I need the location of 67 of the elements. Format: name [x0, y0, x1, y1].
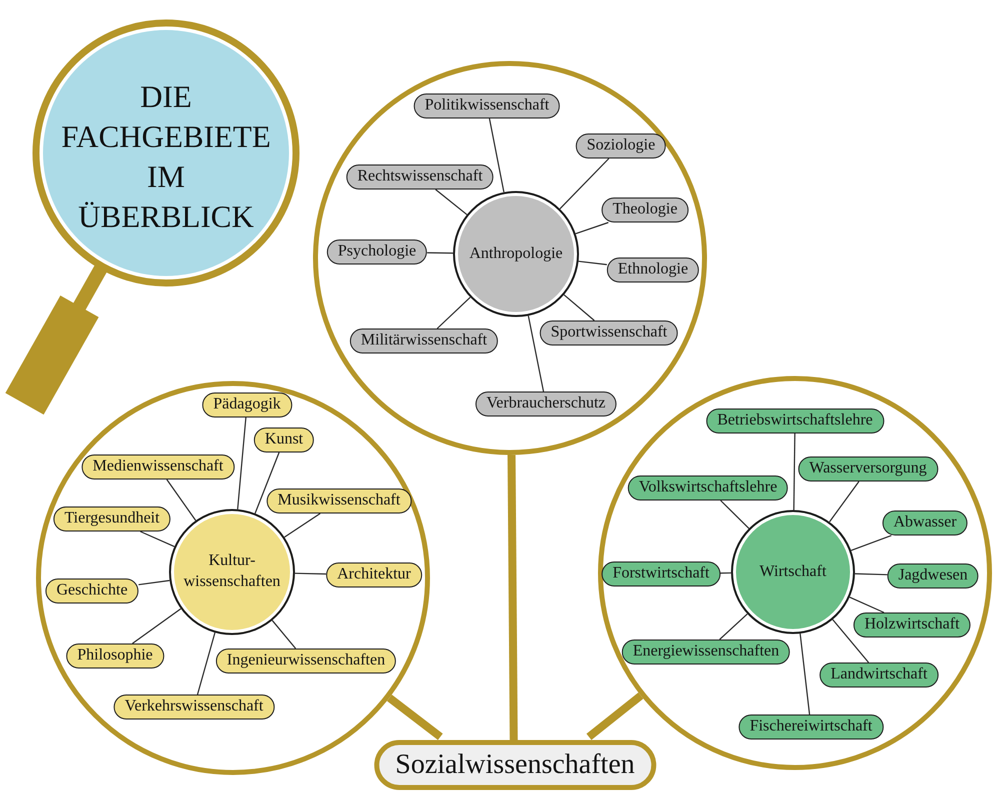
subfield-pill: Jagdwesen: [887, 564, 979, 588]
subfield-pill: Architektur: [326, 562, 422, 588]
title: DIE FACHGEBIETE IM ÜBERBLICK: [61, 78, 271, 236]
subfield-pill: Militärwissenschaft: [350, 328, 498, 354]
connector-line: [854, 573, 888, 576]
subfield-pill: Landwirtschaft: [820, 662, 938, 688]
connector-line: [800, 634, 810, 715]
subfield-pill: Ingenieurwissenschaften: [216, 648, 396, 674]
connector-line: [559, 158, 610, 210]
connector-line: [294, 572, 326, 575]
connector-line: [575, 222, 609, 234]
connector-line: [528, 316, 544, 392]
subfield-pill: Theologie: [602, 198, 688, 222]
field-circle: Kultur- wissenschaften: [169, 509, 295, 635]
subfield-pill: Volkswirtschaftslehre: [628, 476, 788, 500]
subfield-pill: Forstwirtschaft: [602, 562, 720, 586]
connector-line: [832, 619, 870, 663]
subfield-pill: Energiewissenschaften: [622, 640, 790, 664]
subfield-pill: Tiergesundheit: [53, 506, 171, 532]
subfield-pill: Psychologie: [326, 240, 428, 264]
subfield-pill: Betriebswirtschaftslehre: [706, 408, 884, 434]
subfield-pill: Sportwissenschaft: [540, 320, 678, 346]
subfield-pill: Soziologie: [576, 134, 666, 158]
connector-line: [138, 580, 170, 586]
subfield-pill: Abwasser: [882, 510, 968, 536]
group-ring: [313, 61, 707, 455]
connector-line: [436, 296, 471, 329]
connector-line: [427, 252, 454, 254]
connector-line: [132, 608, 182, 644]
connector-line: [284, 513, 320, 538]
subfield-pill: Holzwirtschaft: [853, 612, 971, 638]
subfield-pill: Fischereiwirtschaft: [738, 714, 884, 740]
connector-line: [272, 620, 296, 649]
connector-line: [254, 452, 280, 514]
subfield-pill: Philosophie: [66, 644, 164, 668]
subfield-pill: Politikwissenschaft: [414, 94, 560, 118]
connector-line: [850, 534, 892, 551]
connector-line: [435, 189, 468, 216]
subfield-pill: Rechtswissenschaft: [346, 164, 494, 190]
subfield-pill: Pädagogik: [202, 392, 292, 418]
connector-line: [508, 454, 518, 740]
connector-line: [166, 479, 196, 521]
connector-line: [386, 694, 443, 740]
subfield-pill: Medienwissenschaft: [82, 454, 234, 480]
connector-line: [140, 530, 175, 548]
connector-line: [719, 614, 748, 640]
subfield-pill: Geschichte: [45, 578, 139, 604]
connector-line: [793, 434, 796, 510]
subfield-pill: Verbraucherschutz: [475, 392, 617, 416]
subfield-pill: Kunst: [254, 428, 314, 452]
connector-line: [586, 692, 644, 740]
subfield-pill: Ethnologie: [606, 258, 700, 282]
subfield-pill: Verkehrswissenschaft: [114, 694, 274, 720]
connector-line: [564, 294, 595, 321]
field-circle: Wirtschaft: [731, 510, 855, 634]
field-circle: Anthropologie: [453, 191, 579, 317]
subfield-pill: Musikwissenschaft: [266, 488, 412, 514]
connector-line: [720, 500, 750, 529]
connector-line: [849, 596, 884, 614]
connector-line: [196, 632, 216, 695]
subfield-pill: Wasserversorgung: [798, 456, 938, 482]
root-pill: Sozialwissenschaften: [374, 740, 656, 790]
connector-line: [237, 417, 246, 510]
connector-line: [720, 572, 732, 574]
connector-line: [829, 481, 860, 522]
connector-line: [488, 118, 504, 192]
connector-line: [578, 260, 607, 266]
